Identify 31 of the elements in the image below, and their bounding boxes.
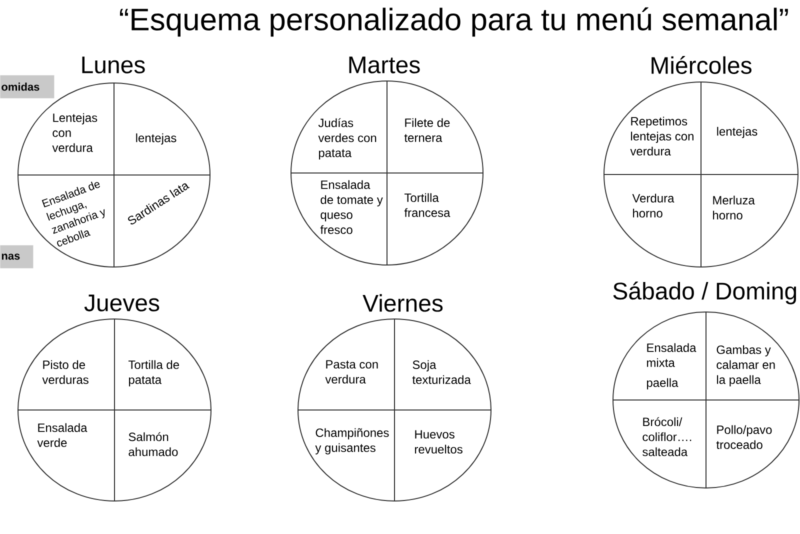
- dish-text: Filete de ternera: [404, 118, 450, 142]
- dish-text: Tortilla de patata: [128, 360, 179, 386]
- dish-text: Pasta con verdura: [325, 360, 378, 384]
- dish-text: lentejas: [717, 126, 758, 138]
- day-heading: Jueves: [84, 294, 160, 312]
- dish-text: lentejas: [136, 133, 176, 145]
- day-heading: Viernes: [362, 294, 443, 312]
- day-heading: Martes: [349, 56, 420, 74]
- dish-text: Pisto de verduras: [42, 360, 88, 384]
- dish-text: Merluza horno: [713, 196, 755, 220]
- dish-text: Verdura horno: [632, 194, 674, 218]
- dish-text: Lentejas con verdura: [52, 113, 98, 152]
- dish-text: Brócoli/ coliflor…. salteada: [642, 417, 692, 456]
- dish-text: Repetimos lentejas con verdura: [630, 116, 694, 156]
- day-heading: Sábado / Doming: [613, 282, 796, 304]
- dish-text: Judías verdes con patata: [318, 118, 376, 160]
- dish-text: Ensalada de tomate y queso fresco: [320, 180, 383, 234]
- label-box: nas: [0, 245, 34, 268]
- title: “Esquema personalizado para tu menú semanal”: [120, 7, 788, 37]
- dish-text: Huevos revueltos: [415, 430, 462, 454]
- dish-text: Ensalada verde: [37, 423, 88, 447]
- dish-text: Champiñones y guisantes: [315, 428, 389, 454]
- dish-text: Pollo/pavo troceado: [716, 425, 772, 449]
- dish-text: Ensalada mixta paella: [646, 343, 696, 390]
- day-heading: Miércoles: [652, 56, 752, 74]
- dish-text: Salmón ahumado: [128, 432, 178, 456]
- dish-text: Gambas y calamar en la paella: [716, 345, 775, 386]
- label-box: omidas: [0, 75, 54, 98]
- dish-text: Soja texturizada: [412, 360, 471, 384]
- day-heading: Lunes: [82, 56, 145, 74]
- dish-text: Tortilla francesa: [404, 193, 450, 217]
